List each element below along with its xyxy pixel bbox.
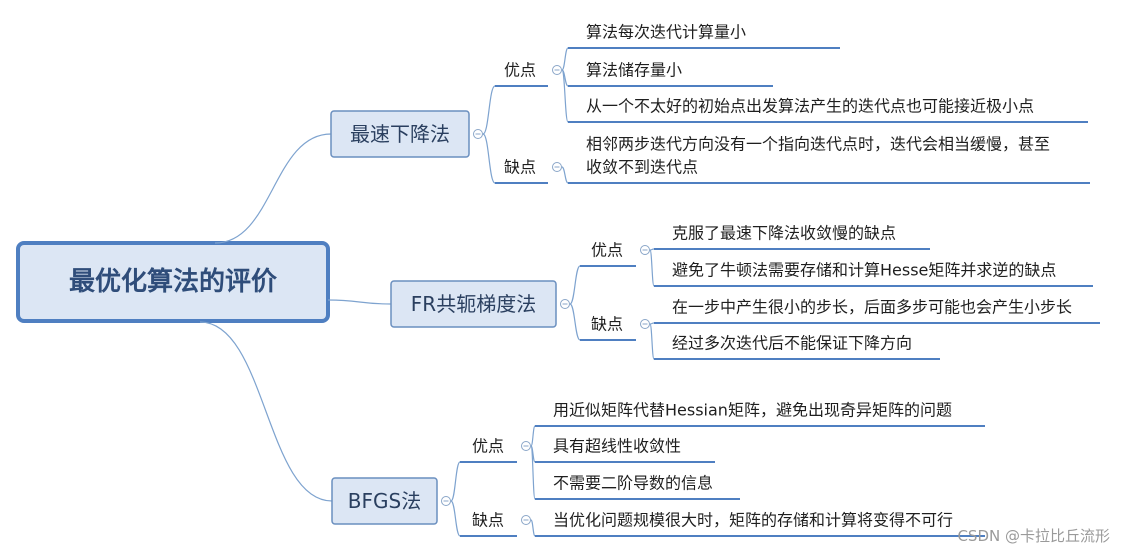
connector-line (561, 47, 569, 71)
connector-line (569, 303, 581, 341)
collapse-icon[interactable] (640, 319, 650, 329)
leaf-text: 避免了牛顿法需要存储和计算Hesse矩阵并求逆的缺点 (672, 261, 1056, 280)
connector-line (199, 321, 333, 502)
connector-line (327, 299, 392, 305)
connector-line (649, 248, 655, 251)
leaf-text: 相邻两步迭代方向没有一个指向迭代点时，迭代会相当缓慢，甚至 (586, 135, 1050, 154)
method-label: FR共轭梯度法 (411, 292, 536, 316)
collapse-icon[interactable] (441, 496, 451, 506)
leaf-text: 算法储存量小 (586, 61, 682, 80)
connector-line (561, 166, 569, 184)
connector-line (482, 85, 496, 135)
pros-label: 优点 (472, 437, 504, 456)
connector-line (450, 500, 461, 537)
connector-line (482, 133, 496, 184)
pros-label: 优点 (591, 241, 623, 260)
method-label: 最速下降法 (350, 122, 450, 146)
root-node[interactable] (16, 241, 330, 323)
method-node[interactable] (390, 280, 557, 328)
leaf-text: 经过多次迭代后不能保证下降方向 (672, 334, 912, 353)
root-label: 最优化算法的评价 (69, 266, 278, 297)
collapse-icon[interactable] (552, 162, 562, 172)
method-node[interactable] (331, 477, 438, 525)
leaf-text: 用近似矩阵代替Hessian矩阵，避免出现奇异矩阵的问题 (553, 401, 952, 420)
collapse-icon[interactable] (521, 441, 531, 451)
connector-line (450, 461, 461, 502)
connector-line (561, 69, 569, 123)
collapse-icon[interactable] (560, 299, 570, 309)
connector-line (530, 519, 536, 537)
connector-line (649, 323, 655, 360)
leaf-text: 克服了最速下降法收敛慢的缺点 (672, 224, 896, 243)
connector-line (569, 265, 581, 305)
leaf-text: 收敛不到迭代点 (586, 158, 698, 177)
connector-line (214, 133, 332, 244)
method-node[interactable] (330, 110, 470, 158)
connector-line (530, 445, 536, 500)
cons-label: 缺点 (472, 511, 504, 530)
leaf-text: 具有超线性收敛性 (553, 437, 681, 456)
leaf-text: 在一步中产生很小的步长，后面多步可能也会产生小步长 (672, 298, 1072, 317)
method-label: BFGS法 (348, 489, 421, 513)
collapse-icon[interactable] (521, 515, 531, 525)
connector-line (649, 249, 655, 287)
watermark: CSDN @卡拉比丘流形 (957, 527, 1110, 545)
leaf-text: 从一个不太好的初始点出发算法产生的迭代点也可能接近极小点 (586, 97, 1034, 116)
cons-label: 缺点 (591, 315, 623, 334)
collapse-icon[interactable] (640, 245, 650, 255)
connector-line (530, 425, 536, 447)
leaf-text: 当优化问题规模很大时，矩阵的存储和计算将变得不可行 (553, 511, 953, 530)
connector-line (649, 322, 655, 325)
cons-label: 缺点 (504, 158, 536, 177)
collapse-icon[interactable] (552, 65, 562, 75)
leaf-text: 不需要二阶导数的信息 (553, 474, 713, 493)
pros-label: 优点 (504, 61, 536, 80)
collapse-icon[interactable] (473, 129, 483, 139)
leaf-text: 算法每次迭代计算量小 (586, 23, 746, 42)
